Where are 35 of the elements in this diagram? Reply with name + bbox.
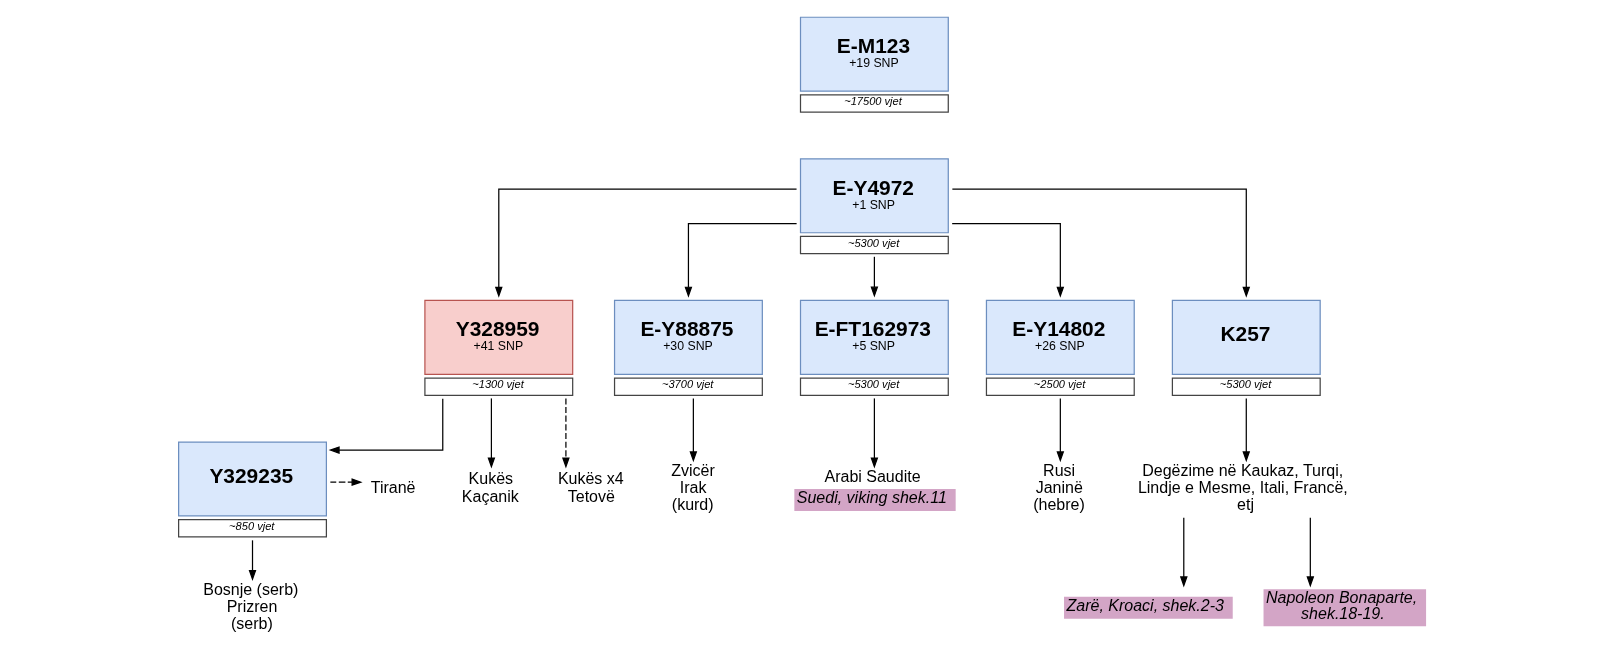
node-text: Kukës Kaçanik [461, 470, 519, 505]
node-label: ~5300 vjet [847, 378, 899, 391]
node-box: Suedi, viking shek.11 [793, 488, 956, 512]
arrow [1241, 397, 1250, 463]
node-text: Rusi Janinë (hebre) [1032, 461, 1085, 514]
node-text: Tiranë [370, 479, 415, 497]
arrow [561, 397, 570, 469]
node-text: Bosnje (serb) Prizren (serb) [202, 580, 298, 633]
node-label: ~5300 vjet [847, 236, 899, 249]
node-label: ~17500 vjet [843, 94, 902, 107]
node-label: ~2500 vjet [1033, 378, 1085, 391]
arrow [870, 256, 878, 298]
node-box: Zarë, Kroaci, shek.2-3 [1063, 596, 1233, 619]
arrow [684, 222, 797, 298]
arrow [487, 397, 495, 469]
arrow [494, 188, 797, 298]
node-label: ~1300 vjet [471, 378, 524, 391]
arrow [951, 188, 1250, 298]
node-text: Degëzime në Kaukaz, Turqi, Lindje e Mesme, Itali, Francë, etj [1137, 461, 1348, 514]
arrow [329, 478, 363, 486]
arrow [689, 397, 697, 463]
arrow [248, 539, 256, 581]
arrow [1179, 517, 1188, 588]
node-box: Napoleon Bonaparte, shek.18-19. [1263, 589, 1426, 627]
node-label: Arabi Saudite [824, 468, 921, 485]
arrow [328, 398, 443, 454]
node-label: ~850 vjet [228, 519, 274, 532]
arrow [1055, 397, 1064, 463]
arrow [870, 397, 878, 469]
node-text: Kukës x4 Tetovë [557, 470, 624, 505]
node-text: Zvicër Irak (kurd) [670, 461, 715, 514]
arrow [951, 222, 1064, 298]
node-label: ~3700 vjet [661, 378, 713, 391]
arrow [1305, 517, 1314, 588]
node-label: ~5300 vjet [1219, 378, 1271, 391]
